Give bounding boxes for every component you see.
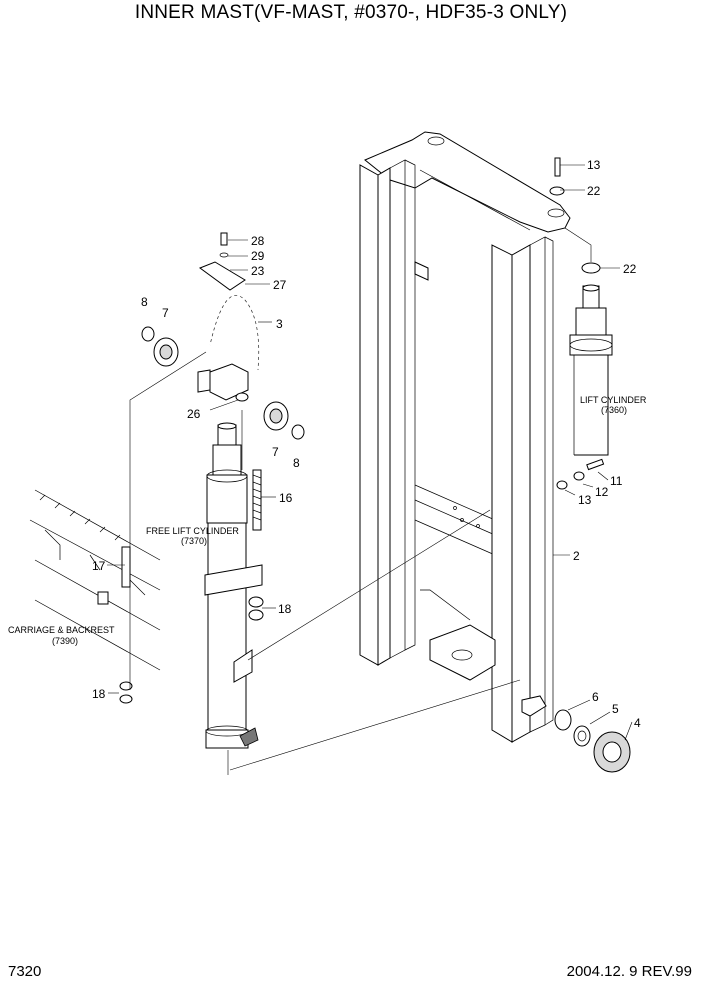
- callouts: 13 22 28 29 23 27 22 8 7 3 26 7 8 16 11 …: [92, 158, 641, 730]
- callout-26: 26: [187, 407, 201, 421]
- nuts-18-right: [248, 596, 264, 621]
- lift-cylinder: LIFT CYLINDER (7360): [569, 284, 647, 456]
- revision-date: 2004.12. 9 REV.99: [566, 963, 692, 980]
- callout-3: 3: [276, 317, 283, 331]
- chain-anchor-block: [197, 363, 249, 402]
- callout-16: 16: [279, 491, 293, 505]
- free-lift-cylinder: FREE LIFT CYLINDER (7370): [146, 422, 263, 749]
- rollers-and-rings: [141, 326, 305, 440]
- carriage-backrest: CARRIAGE & BACKREST (7390): [8, 489, 161, 704]
- callout-17: 17: [92, 559, 106, 573]
- callout-28: 28: [251, 234, 265, 248]
- callout-6: 6: [592, 690, 599, 704]
- callout-13-right: 13: [578, 493, 592, 507]
- callout-23: 23: [251, 264, 265, 278]
- callout-18-left: 18: [92, 687, 106, 701]
- page-title: INNER MAST(VF-MAST, #0370-, HDF35-3 ONLY…: [134, 2, 568, 23]
- carriage-label: CARRIAGE & BACKREST: [8, 625, 115, 635]
- callout-29: 29: [251, 249, 265, 263]
- callout-11: 11: [610, 474, 623, 488]
- free-lift-cylinder-ref: (7370): [181, 536, 207, 546]
- callout-22-top: 22: [587, 184, 601, 198]
- lift-chain: [198, 232, 261, 371]
- callout-12: 12: [595, 485, 609, 499]
- callout-2: 2: [573, 549, 580, 563]
- callout-5: 5: [612, 702, 619, 716]
- callout-4: 4: [634, 716, 641, 730]
- callout-18-right: 18: [278, 602, 292, 616]
- callout-8-left: 8: [141, 295, 148, 309]
- leader-lines: [107, 164, 633, 775]
- callout-8-right: 8: [293, 456, 300, 470]
- bolt-16: [252, 469, 262, 531]
- callout-7-right: 7: [272, 445, 279, 459]
- callout-27: 27: [273, 278, 287, 292]
- lift-cylinder-label: LIFT CYLINDER: [580, 395, 647, 405]
- carriage-ref: (7390): [52, 636, 78, 646]
- page-number: 7320: [8, 963, 42, 980]
- callout-13-top: 13: [587, 158, 601, 172]
- inner-mast-frame: [359, 131, 571, 743]
- callout-7-left: 7: [162, 306, 169, 320]
- top-hardware: [549, 157, 605, 490]
- callout-22-right: 22: [623, 262, 637, 276]
- roller-assembly: [554, 709, 631, 773]
- lift-cylinder-ref: (7360): [601, 405, 627, 415]
- free-lift-cylinder-label: FREE LIFT CYLINDER: [146, 526, 239, 536]
